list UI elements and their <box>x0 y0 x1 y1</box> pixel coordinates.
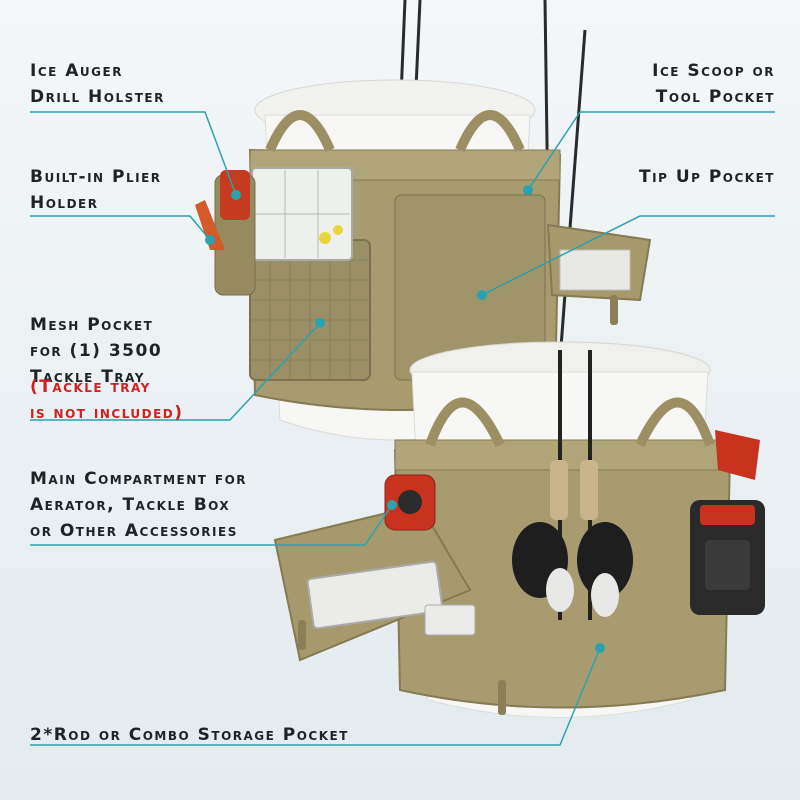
bottom-bucket-organizer <box>273 341 765 718</box>
ice-scoop-label: Ice Scoop or Tool Pocket <box>652 61 775 107</box>
tip-up-label: Tip Up Pocket <box>639 167 775 187</box>
mesh-pocket-label: Mesh Pocket for (1) 3500 Tackle Tray <box>30 315 163 387</box>
teal-dot-icon <box>205 185 605 653</box>
plier-holder-label: Built-in Plier Holder <box>30 167 162 213</box>
callout-leader-lines <box>30 111 775 746</box>
rod-storage-label: 2*Rod or Combo Storage Pocket <box>30 725 349 745</box>
mesh-note-label: (Tackle tray is not included) <box>30 377 184 423</box>
ice-auger-label: Ice Auger Drill Holster <box>30 61 165 107</box>
main-compartment-label: Main Compartment for Aerator, Tackle Box… <box>30 469 248 541</box>
